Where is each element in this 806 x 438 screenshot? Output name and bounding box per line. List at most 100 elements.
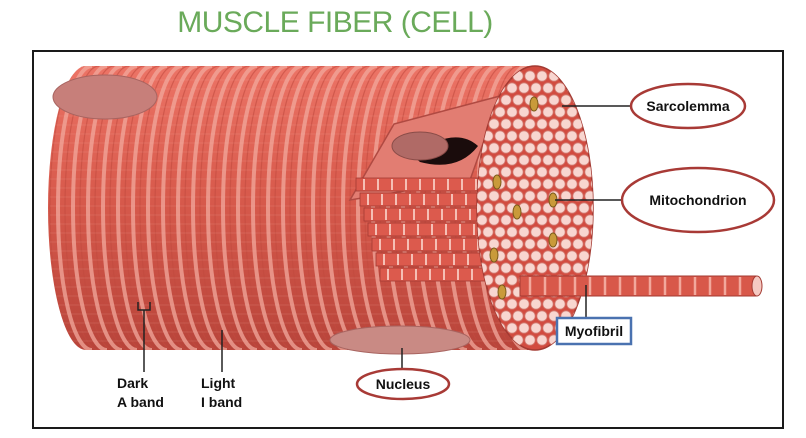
sarcolemma-label: Sarcolemma [646, 98, 729, 114]
myofibril-end [584, 166, 593, 178]
myofibril-end [590, 298, 593, 310]
myofibril-end [542, 130, 554, 142]
myofibril-end [560, 166, 572, 178]
myofibril-end [560, 238, 572, 250]
myofibril-end [518, 250, 530, 262]
myofibril-end [548, 94, 560, 106]
myofibril-end [590, 226, 593, 238]
dark-band-stripe [154, 66, 190, 350]
myofibril-end [566, 298, 578, 310]
myofibril-end [530, 298, 542, 310]
myofibril-end [530, 178, 542, 190]
myofibril-end [518, 178, 530, 190]
light-band-stripe [266, 66, 303, 350]
myofibril-end [590, 82, 593, 94]
dark-band-stripe [289, 66, 325, 350]
myofibril-end [518, 298, 530, 310]
myofibril-end [572, 118, 584, 130]
myofibril-end [554, 226, 566, 238]
myofibril-end [482, 226, 494, 238]
myofibril-end [477, 166, 488, 178]
myofibril-striations [528, 277, 742, 295]
myofibril-end [524, 238, 536, 250]
myofibril-end [488, 190, 500, 202]
myofibril-end [590, 106, 593, 118]
myofibril-end [542, 106, 554, 118]
myofibril-end [506, 322, 518, 334]
myofibril-end [477, 226, 482, 238]
leader-lines [137, 105, 630, 372]
myofibril-end [506, 298, 518, 310]
myofibril-end [494, 226, 506, 238]
myofibril-end [590, 154, 593, 166]
light-band-stripe [146, 66, 183, 350]
dark-band-stripe [274, 66, 310, 350]
myofibril-end [560, 214, 572, 226]
myofibril-end [554, 154, 566, 166]
myofibril-end [566, 202, 578, 214]
myofibril-end [560, 94, 572, 106]
myofibril-end [572, 142, 584, 154]
myofibril-end [530, 322, 542, 334]
dark-band-stripe [184, 66, 220, 350]
myofibril-end [566, 130, 578, 142]
myofibril-end [566, 106, 578, 118]
myofibril-end [506, 226, 518, 238]
myofibril-end [548, 118, 560, 130]
myofibril-end [584, 214, 593, 226]
myofibril-end [554, 298, 566, 310]
myofibril-end [584, 142, 593, 154]
myofibril-end [477, 190, 488, 202]
myofibril-end [524, 142, 536, 154]
light-band-stripe [221, 66, 258, 350]
myofibril-end [578, 106, 590, 118]
myofibril-end [536, 166, 548, 178]
diagram-title: MUSCLE FIBER (CELL) [177, 6, 493, 39]
cutaway-nucleus [391, 131, 449, 161]
light-band-stripe [251, 66, 288, 350]
dark-band-stripe [169, 66, 205, 350]
myofibril-end [542, 298, 554, 310]
mitochondrion [497, 284, 507, 300]
myofibril-end [512, 310, 524, 322]
light-band-stripe [311, 66, 348, 350]
mitochondrion [512, 204, 522, 220]
myofibril-end [488, 142, 500, 154]
myofibril-end [536, 190, 548, 202]
myofibril-end [530, 226, 542, 238]
myofibril-end [590, 178, 593, 190]
myofibril-end [482, 154, 494, 166]
myofibril-end [518, 106, 530, 118]
mitochondrion [529, 96, 539, 112]
myofibril-end [584, 262, 593, 274]
myofibril-end [572, 238, 584, 250]
myofibril-end [518, 154, 530, 166]
myofibril-end [530, 82, 542, 94]
myofibril-end [566, 250, 578, 262]
myofibril-end [500, 238, 512, 250]
myofibril-end [506, 274, 518, 286]
myofibril-end [500, 142, 512, 154]
sarcolemma-label-oval [629, 82, 747, 130]
myofibril-end [506, 250, 518, 262]
myofibril-end [590, 130, 593, 142]
myofibril-end [560, 70, 572, 82]
myofibril-end [554, 178, 566, 190]
myofibril-end [554, 106, 566, 118]
myofibril-end [542, 82, 554, 94]
myofibril-end [488, 214, 500, 226]
myofibril-end [566, 226, 578, 238]
myofibril-end [542, 250, 554, 262]
myofibril-end [584, 238, 593, 250]
dark-band-stripe [214, 66, 250, 350]
myofibril-end [530, 130, 542, 142]
myofibril-end [524, 166, 536, 178]
myofibril-end [488, 118, 500, 130]
mitochondrion-label-oval [620, 166, 776, 234]
myofibril-end [506, 82, 518, 94]
myofibril-end [578, 226, 590, 238]
myofibril-end [500, 262, 512, 274]
myofibril-end [512, 94, 524, 106]
myofibril-end [560, 262, 572, 274]
myofibril-end [542, 322, 554, 334]
